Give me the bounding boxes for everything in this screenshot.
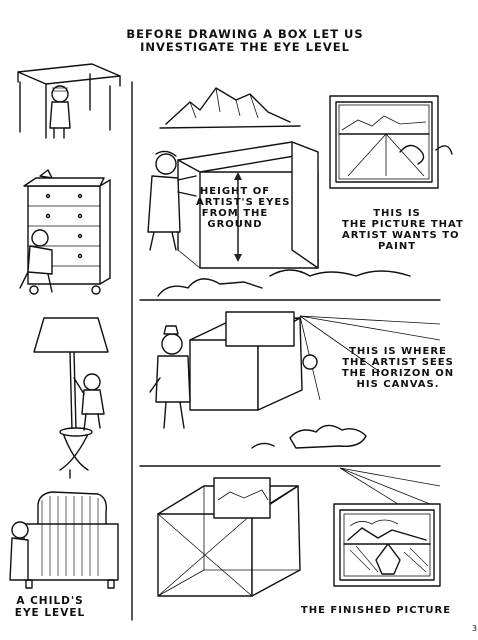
finished-picture-caption: THE FINISHED PICTURE <box>300 605 452 616</box>
child-with-lamp-illustration <box>33 317 109 479</box>
child-behind-chair-illustration <box>9 491 119 589</box>
horizon-box-illustration <box>139 269 441 429</box>
height-caption-line: GROUND <box>207 219 263 230</box>
child-at-dresser-illustration <box>19 169 111 295</box>
page-number: 3 <box>471 624 477 633</box>
height-caption-line: HEIGHT OF <box>199 186 271 197</box>
picture-caption: THIS IS THE PICTURE THAT ARTIST WANTS TO… <box>342 208 464 252</box>
page-title: BEFORE DRAWING A BOX LET US INVESTIGATE … <box>80 27 410 55</box>
height-caption: HEIGHT OF ARTIST'S EYES FROM THE GROUND <box>196 186 291 230</box>
child-eye-level-caption: A CHILD'S EYE LEVEL <box>8 595 92 619</box>
picture-caption-line: PAINT <box>377 241 417 252</box>
horizon-caption-line: THE ARTIST SEES <box>342 357 454 368</box>
height-caption-line: ARTIST'S EYES <box>196 197 291 208</box>
child-under-table-illustration <box>17 63 121 139</box>
artist-with-box-illustration <box>147 141 319 269</box>
child-caption-line: A CHILD'S <box>16 595 84 607</box>
picture-caption-line: THIS IS <box>373 208 421 219</box>
framed-picture-illustration <box>329 95 453 189</box>
horizon-caption-line: THIS IS WHERE <box>349 346 447 357</box>
horizon-caption: THIS IS WHERE THE ARTIST SEES THE HORIZO… <box>338 346 458 390</box>
picture-caption-line: ARTIST WANTS TO <box>342 230 460 241</box>
mountain-sketch <box>159 87 301 129</box>
title-line-2: INVESTIGATE THE EYE LEVEL <box>140 40 350 55</box>
horizon-caption-line: HIS CANVAS. <box>356 379 440 390</box>
height-caption-line: FROM THE <box>201 208 269 219</box>
picture-caption-line: THE PICTURE THAT <box>342 219 464 230</box>
construction-box-illustration <box>139 424 441 597</box>
horizon-caption-line: THE HORIZON ON <box>341 368 455 379</box>
finished-picture-illustration <box>333 503 441 587</box>
child-caption-line: EYE LEVEL <box>14 606 86 619</box>
title-line-1: BEFORE DRAWING A BOX LET US <box>126 27 364 41</box>
